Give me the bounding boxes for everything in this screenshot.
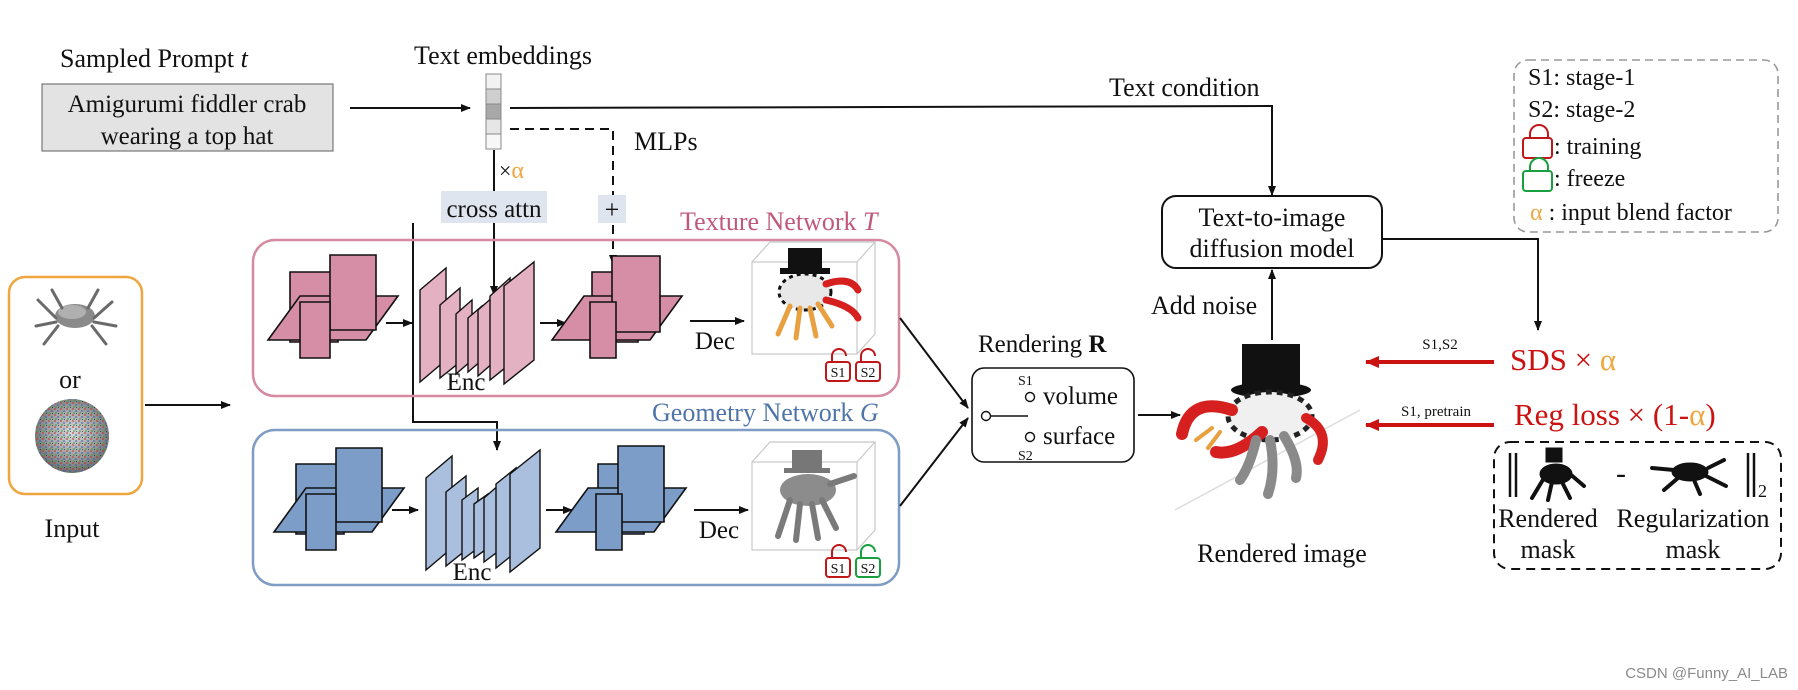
regularization-mask-icon — [1650, 458, 1728, 496]
watermark: CSDN @Funny_AI_LAB — [1625, 665, 1788, 682]
legend-s1: S1: stage-1 — [1528, 65, 1635, 91]
sds-arrow-label: S1,S2 — [1422, 337, 1457, 353]
geometry-s1-lock-icon: S1 — [825, 544, 851, 578]
input-label: Input — [45, 514, 101, 543]
add-noise-label: Add noise — [1151, 291, 1257, 320]
diffusion-to-sds-arrow — [1382, 238, 1542, 331]
texture-encoder — [419, 260, 535, 386]
norm-subscript: 2 — [1758, 481, 1767, 501]
legend: S1: stage-1 S2: stage-2 : training : fre… — [1513, 59, 1779, 233]
noise-sphere-thumbnail — [35, 399, 109, 473]
textured-crab-render — [751, 241, 877, 355]
svg-text:S1: S1 — [831, 562, 846, 577]
render-switch-pivot — [980, 410, 992, 422]
legend-training: : training — [1554, 134, 1641, 160]
texture-triplane-input — [266, 254, 400, 359]
reg-arrow-label: S1, pretrain — [1401, 404, 1471, 420]
plus-sign: + — [605, 195, 620, 224]
texture-network-title: Texture Network T — [680, 207, 879, 236]
embedding-vector — [485, 73, 502, 150]
geometry-s2-lock-icon: S2 — [855, 544, 881, 578]
texture-s1-lock-icon: S1 — [825, 348, 851, 382]
text-condition-label: Text condition — [1109, 73, 1260, 102]
geometry-encoder — [425, 448, 541, 574]
mask-minus: - — [1616, 457, 1626, 490]
geometry-network-box — [251, 428, 901, 587]
render-surface-label: surface — [1043, 423, 1115, 450]
rendered-mask-line1: Rendered — [1498, 504, 1598, 533]
diffusion-line1: Text-to-image — [1199, 203, 1346, 232]
geometry-enc-label: Enc — [453, 559, 492, 586]
diffusion-model-box — [1161, 195, 1383, 269]
rendered-mask-line2: mask — [1521, 535, 1576, 564]
render-s1-label: S1 — [1018, 374, 1033, 389]
input-box — [7, 275, 144, 496]
texture-network-box — [251, 238, 901, 398]
reg-loss-box: - 2 Rendered mask Regularization mask — [1493, 441, 1782, 570]
geometry-crab-render — [751, 441, 877, 551]
rendered-mask-icon — [1530, 447, 1586, 502]
rendering-title: Rendering R — [978, 331, 1107, 358]
legend-training-lock-icon — [1522, 124, 1553, 159]
rendered-crab-image — [1174, 344, 1361, 511]
prompt-var: t — [241, 44, 249, 73]
legend-s2: S2: stage-2 — [1528, 97, 1635, 123]
render-s2-label: S2 — [1018, 449, 1033, 464]
rendering-block: Rendering R S1 S2 volume surface — [971, 331, 1135, 464]
regularization-mask-line2: mask — [1666, 535, 1721, 564]
diffusion-model: Text-to-image diffusion model — [1161, 195, 1383, 269]
text-condition-arrow — [509, 104, 1276, 196]
sampled-prompt: Sampled Prompt t Amigurumi fiddler crab … — [41, 44, 334, 152]
text-embeddings-label: Text embeddings — [414, 41, 592, 70]
diffusion-line2: diffusion model — [1190, 234, 1355, 263]
geometry-to-render-arrow — [899, 417, 969, 507]
geometry-dec-label: Dec — [699, 517, 739, 544]
geometry-network-title: Geometry Network G — [652, 398, 879, 427]
times-alpha-label: ×α — [499, 158, 524, 184]
prompt-text-line2: wearing a top hat — [101, 123, 274, 150]
input-panel: or — [7, 275, 144, 496]
cross-attn-label: cross attn — [446, 196, 542, 223]
reg-loss-label: Reg loss × (1-α) — [1514, 397, 1716, 432]
texture-dec-label: Dec — [695, 328, 735, 355]
geometry-triplane-output — [554, 445, 688, 551]
texture-s2-lock-icon: S2 — [855, 348, 881, 382]
rendered-image-label: Rendered image — [1197, 539, 1367, 568]
svg-text:S1: S1 — [831, 366, 846, 381]
prompt-label: Sampled Prompt — [60, 44, 241, 73]
texture-enc-label: Enc — [447, 369, 486, 396]
mlps-dashed-arrow — [510, 128, 614, 200]
render-surface-option — [1024, 431, 1036, 443]
texture-network: Texture Network T Enc — [251, 207, 901, 398]
svg-text:S2: S2 — [861, 562, 876, 577]
prompt-text-line1: Amigurumi fiddler crab — [68, 91, 307, 118]
svg-text:S2: S2 — [861, 366, 876, 381]
cross-attn-box — [441, 191, 547, 223]
svg-text:Sampled Prompt t: Sampled Prompt t — [60, 44, 249, 73]
regularization-mask-line1: Regularization — [1616, 504, 1769, 533]
plus-box — [598, 195, 626, 223]
render-volume-option — [1024, 391, 1036, 403]
legend-box — [1513, 59, 1779, 233]
cross-attn-to-geometry-arrow — [412, 223, 501, 451]
texture-triplane-output — [550, 255, 684, 359]
geometry-network: Geometry Network G Enc Dec — [251, 398, 901, 587]
texture-to-render-arrow — [899, 317, 969, 409]
rendering-box — [971, 367, 1135, 463]
sds-loss-label: SDS × α — [1510, 342, 1616, 377]
legend-alpha: α : input blend factor — [1530, 200, 1732, 226]
crab-mesh-thumbnail — [34, 288, 118, 346]
render-volume-label: volume — [1043, 383, 1118, 410]
mlps-label: MLPs — [634, 127, 698, 156]
legend-freeze-lock-icon — [1522, 157, 1553, 192]
prompt-box — [41, 83, 334, 152]
input-or: or — [59, 365, 81, 394]
legend-freeze: : freeze — [1554, 166, 1625, 192]
geometry-triplane-input — [272, 447, 406, 551]
